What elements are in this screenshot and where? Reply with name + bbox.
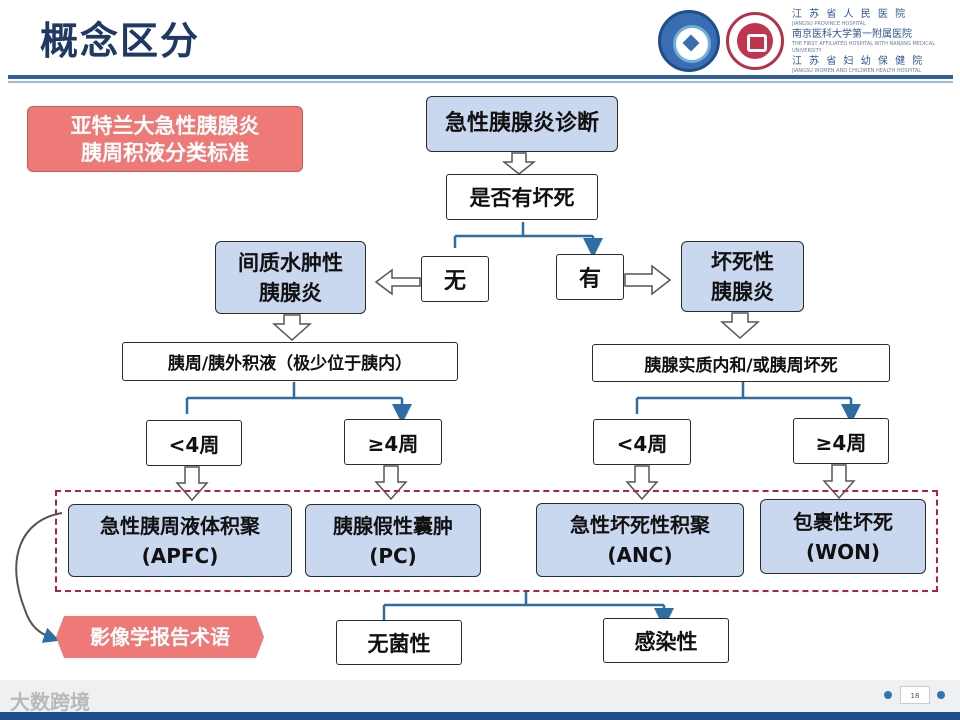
interstitial-line2: 胰腺炎 (259, 280, 322, 305)
node-necrosis-question: 是否有坏死 (446, 174, 598, 220)
won-line1: 包裹性坏死 (793, 509, 893, 534)
next-slide-icon[interactable] (937, 691, 945, 699)
hospital-name-2-en: THE FIRST AFFILIATED HOSPITAL WITH NANJI… (792, 41, 935, 54)
apfc-line2: (APFC) (141, 543, 219, 568)
hospital-logo-right (726, 12, 784, 70)
connector-yes-no (453, 222, 593, 248)
hospital-name-3-en: JIANGSU WOMEN AND CHILDREN HEALTH HOSPIT… (792, 68, 922, 74)
curved-arrow (15, 512, 63, 643)
anc-line2: (ANC) (607, 543, 673, 567)
won-line2: (WON) (805, 539, 881, 564)
node-ge4-left: ≥4周 (344, 419, 442, 465)
node-won: 包裹性坏死 (WON) (760, 499, 926, 574)
page-number: 18 (900, 686, 930, 704)
node-anc: 急性坏死性积聚 (ANC) (536, 503, 744, 577)
block-arrow-down (272, 314, 312, 342)
pc-line2: (PC) (369, 543, 417, 568)
node-necrosis-location: 胰腺实质内和/或胰周坏死 (592, 344, 890, 382)
imaging-label-text: 影像学报告术语 (90, 625, 230, 649)
node-pc: 胰腺假性囊肿 (PC) (305, 504, 481, 577)
watermark: 大数跨境 (10, 690, 90, 714)
footer-rule (0, 712, 960, 720)
node-lt4-left: <4周 (146, 420, 242, 466)
prev-slide-icon[interactable] (884, 691, 892, 699)
hospital-name-2: 南京医科大学第一附属医院 (792, 29, 912, 40)
block-arrow-left (374, 268, 421, 296)
page-title: 概念区分 (40, 19, 201, 63)
node-ge4-right: ≥4周 (793, 418, 889, 464)
block-arrow-right (624, 264, 672, 296)
node-interstitial: 间质水肿性 胰腺炎 (215, 241, 366, 314)
atlanta-label-line2: 胰周积液分类标准 (81, 141, 249, 165)
hospital-name-1-en: JIANGSU PROVINCE HOSPITAL (792, 21, 866, 27)
node-necrotizing: 坏死性 胰腺炎 (681, 241, 804, 312)
node-no: 无 (421, 256, 489, 302)
pc-line1: 胰腺假性囊肿 (333, 513, 453, 538)
atlanta-criteria-label: 亚特兰大急性胰腺炎 胰周积液分类标准 (27, 106, 303, 172)
anc-line1: 急性坏死性积聚 (570, 513, 710, 537)
necrotizing-line1: 坏死性 (711, 249, 774, 274)
node-yes: 有 (556, 254, 624, 300)
imaging-terms-label: 影像学报告术语 (56, 616, 264, 658)
header-rule-thin (8, 81, 953, 83)
connector-bottom-split (382, 592, 664, 620)
block-arrow-down (501, 152, 537, 175)
footer-bar (0, 680, 960, 712)
necrotizing-line2: 胰腺炎 (711, 279, 774, 304)
header-rule (8, 75, 953, 79)
connector-left-split (185, 382, 402, 414)
atlanta-label-line1: 亚特兰大急性胰腺炎 (70, 114, 260, 138)
classification-group-border (55, 490, 938, 592)
node-infected: 感染性 (603, 618, 729, 663)
apfc-line1: 急性胰周液体积聚 (100, 513, 260, 538)
hospital-names: 江 苏 省 人 民 医 院 JIANGSU PROVINCE HOSPITAL … (792, 8, 952, 75)
interstitial-line1: 间质水肿性 (238, 250, 343, 275)
block-arrow-down (720, 312, 760, 340)
imaging-label-shape (56, 616, 264, 658)
hospital-name-1: 江 苏 省 人 民 医 院 (792, 9, 908, 20)
hospital-logo-left (658, 10, 720, 72)
node-lt4-right: <4周 (593, 419, 691, 465)
hospital-name-3: 江 苏 省 妇 幼 保 健 院 (792, 56, 925, 67)
node-peripancreatic-fluid: 胰周/胰外积液（极少位于胰内） (122, 342, 458, 381)
node-diagnosis: 急性胰腺炎诊断 (426, 96, 618, 152)
node-sterile: 无菌性 (336, 620, 462, 665)
connector-right-split (635, 382, 851, 414)
block-arrow-down (822, 464, 856, 500)
node-apfc: 急性胰周液体积聚 (APFC) (68, 504, 292, 577)
